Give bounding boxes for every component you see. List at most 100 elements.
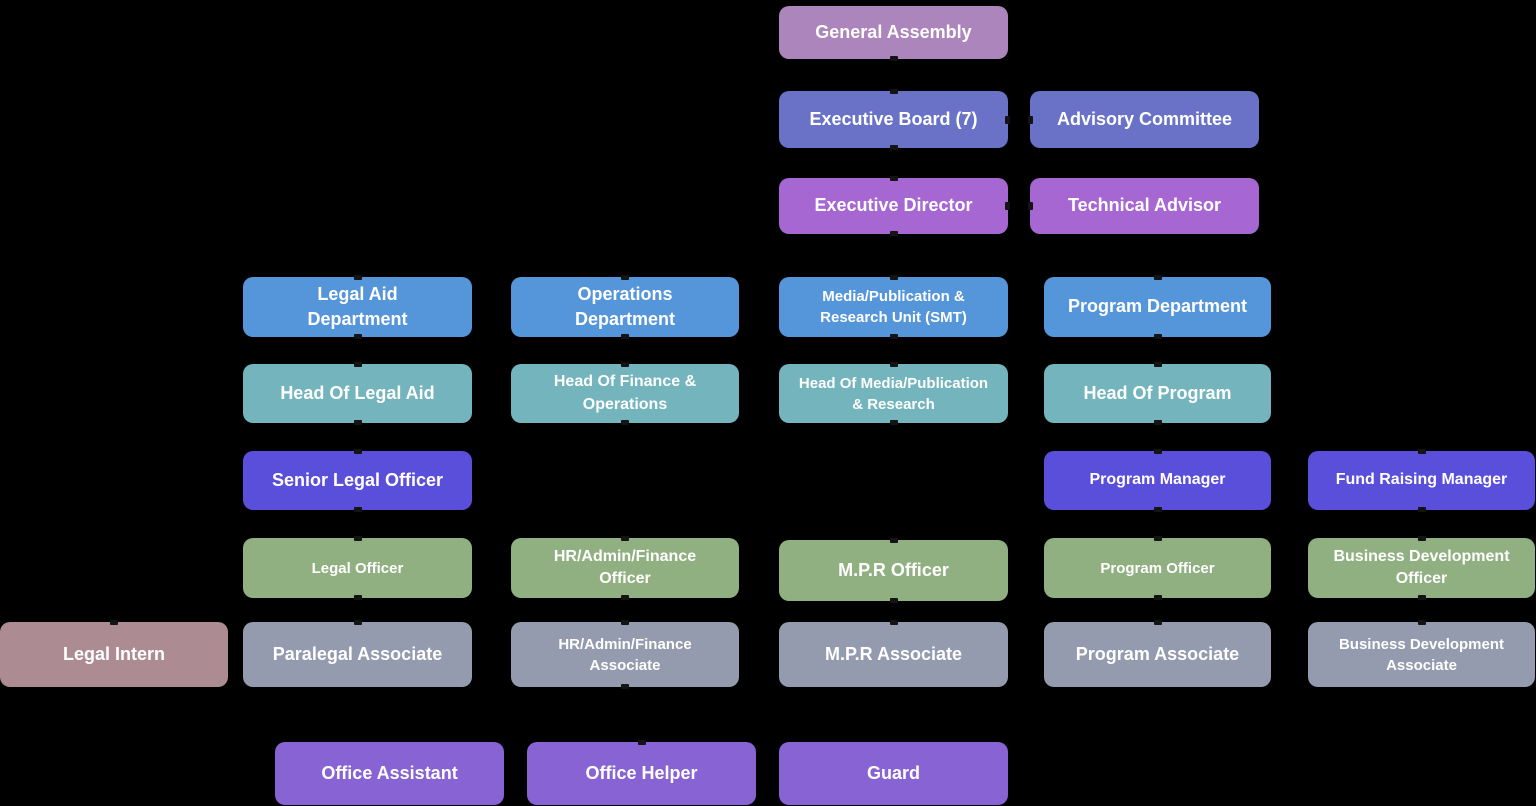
connector-stub [889, 89, 898, 94]
org-node-label: Head Of Legal Aid [280, 382, 435, 403]
connector-stub [353, 334, 362, 339]
connector-stub [889, 176, 898, 181]
connector-stub [621, 334, 629, 339]
org-node-legal-intern: Legal Intern [0, 620, 228, 687]
org-node-label: Legal Officer [311, 559, 404, 577]
connector-stub [889, 334, 898, 339]
org-node-label: Program Officer [1100, 559, 1215, 577]
org-node-label: Program Department [1067, 296, 1248, 317]
connector-stub [353, 449, 362, 454]
connector-stub [353, 507, 362, 512]
connector-stub [621, 620, 629, 625]
org-node-label: General Assembly [815, 21, 972, 42]
org-node-office-helper: Office Helper [527, 740, 756, 805]
connector-stub [1028, 115, 1033, 124]
connector-stub [1153, 420, 1162, 425]
connector-stub [353, 595, 362, 600]
org-node-operations-department: Operations Department [511, 275, 739, 339]
connector-stub [1417, 536, 1426, 541]
org-node-label: Executive Board (7) [809, 108, 978, 129]
connector-stub [621, 595, 629, 600]
org-node-label: Office Assistant [321, 762, 458, 783]
org-node-hr-admin-finance-associate: HR/Admin/Finance Associate [511, 620, 739, 689]
connector-stub [889, 620, 898, 625]
connector-stub [1417, 595, 1426, 600]
org-node-business-development-associate: Business Development Associate [1308, 620, 1535, 687]
org-node-label: Head Of Finance & Operations [553, 373, 697, 413]
org-node-program-associate: Program Associate [1044, 620, 1271, 687]
org-node-label: Executive Director [814, 195, 973, 216]
connector-stub [889, 145, 898, 150]
org-node-executive-board: Executive Board (7) [779, 89, 1010, 150]
connector-stub [1417, 620, 1426, 625]
org-node-office-assistant: Office Assistant [275, 742, 504, 805]
connector-stub [1153, 536, 1162, 541]
connector-stub [889, 420, 898, 425]
connector-stub [889, 538, 898, 543]
connector-stub [637, 740, 646, 745]
org-node-label: Legal Aid Department [307, 283, 408, 329]
org-node-executive-director: Executive Director [779, 176, 1010, 236]
connector-stub [889, 275, 898, 280]
org-node-business-development-officer: Business Development Officer [1308, 536, 1535, 600]
connector-stub [1153, 595, 1162, 600]
connector-stub [1153, 334, 1162, 339]
connector-stub [889, 362, 898, 367]
org-node-head-of-media-publication: Head Of Media/Publication & Research [779, 362, 1008, 425]
connector-stub [1153, 620, 1162, 625]
org-node-general-assembly: General Assembly [779, 6, 1008, 61]
connector-stub [353, 362, 362, 367]
org-node-media-publication-unit: Media/Publication & Research Unit (SMT) [779, 275, 1008, 339]
org-node-label: HR/Admin/Finance Officer [553, 547, 697, 587]
org-node-mpr-associate: M.P.R Associate [779, 620, 1008, 687]
connector-stub [1153, 507, 1162, 512]
connector-stub [621, 420, 629, 425]
connector-stub [353, 536, 362, 541]
org-node-label: Guard [866, 762, 920, 783]
org-node-hr-admin-finance-officer: HR/Admin/Finance Officer [511, 536, 739, 600]
org-node-head-of-legal-aid: Head Of Legal Aid [243, 362, 472, 425]
org-node-program-department: Program Department [1044, 275, 1271, 339]
org-node-label: Head Of Program [1083, 382, 1232, 403]
org-node-label: Office Helper [585, 762, 698, 783]
connector-stub [353, 620, 362, 625]
org-node-label: Business Development Officer [1333, 547, 1510, 587]
org-node-legal-officer: Legal Officer [243, 536, 472, 600]
org-node-technical-advisor: Technical Advisor [1028, 178, 1259, 234]
org-node-label: Media/Publication & Research Unit (SMT) [820, 288, 967, 326]
connector-stub [1153, 275, 1162, 280]
org-node-guard: Guard [779, 742, 1008, 805]
connector-stub [1005, 115, 1010, 124]
connector-stub [1417, 507, 1426, 512]
org-node-fund-raising-manager: Fund Raising Manager [1308, 449, 1535, 512]
org-node-label: Program Associate [1075, 643, 1240, 664]
org-node-senior-legal-officer: Senior Legal Officer [243, 449, 472, 512]
org-node-legal-aid-department: Legal Aid Department [243, 275, 472, 339]
org-node-label: M.P.R Associate [824, 643, 963, 664]
connector-stub [1153, 449, 1162, 454]
connector-stub [621, 362, 629, 367]
connector-stub [353, 275, 362, 280]
connector-stub [110, 620, 118, 625]
connector-stub [1153, 362, 1162, 367]
org-node-advisory-committee: Advisory Committee [1028, 91, 1259, 148]
connector-stub [889, 231, 898, 236]
org-node-label: Paralegal Associate [272, 643, 443, 664]
connector-stub [889, 598, 898, 603]
connector-stub [889, 56, 898, 61]
org-node-label: Business Development Associate [1338, 635, 1505, 674]
org-node-label: Operations Department [574, 283, 676, 329]
connector-stub [1417, 449, 1426, 454]
connector-stub [1028, 202, 1033, 210]
org-node-label: Senior Legal Officer [271, 469, 444, 490]
connector-stub [1005, 202, 1010, 210]
org-node-mpr-officer: M.P.R Officer [779, 538, 1008, 603]
org-node-program-officer: Program Officer [1044, 536, 1271, 600]
connector-stub [621, 536, 629, 541]
connector-stub [353, 420, 362, 425]
org-node-label: Technical Advisor [1067, 195, 1222, 216]
org-node-label: HR/Admin/Finance Associate [558, 635, 692, 674]
org-node-head-of-finance-operations: Head Of Finance & Operations [511, 362, 739, 425]
org-node-label: Legal Intern [62, 643, 165, 664]
